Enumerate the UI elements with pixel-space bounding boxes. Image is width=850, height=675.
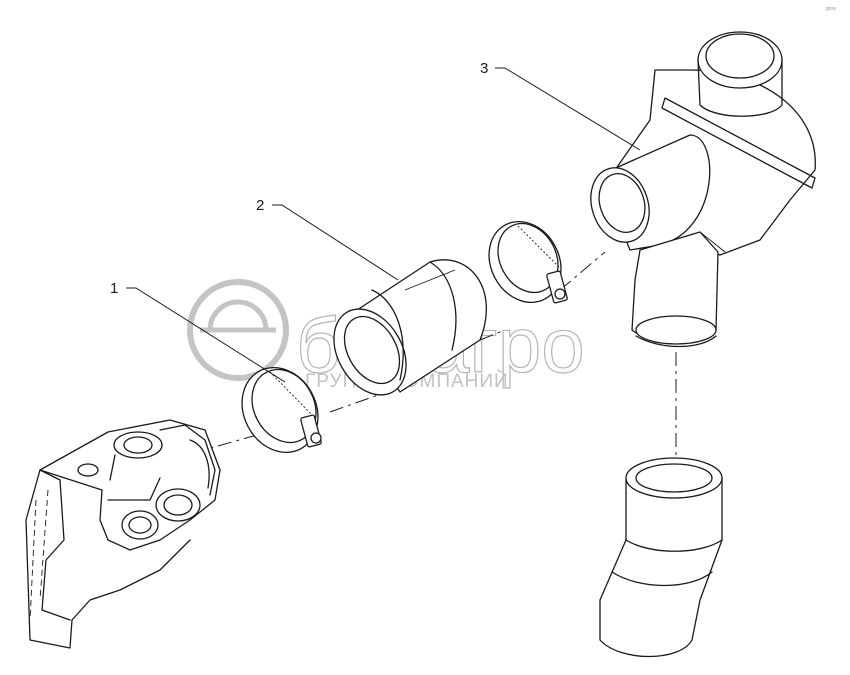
callout-label-1: 1 (110, 280, 118, 297)
hose-clamp-1 (241, 366, 322, 454)
corner-mark: gnsv (826, 6, 837, 12)
callout-label-3: 3 (480, 60, 488, 77)
leader-lines (126, 67, 641, 383)
mounting-bracket (25, 419, 221, 649)
callout-label-2: 2 (256, 197, 264, 214)
lower-bent-hose (599, 457, 723, 658)
thermostat-housing-3 (590, 31, 816, 348)
hose-clamp-2 (488, 220, 568, 304)
rubber-sleeve-2 (333, 259, 487, 396)
